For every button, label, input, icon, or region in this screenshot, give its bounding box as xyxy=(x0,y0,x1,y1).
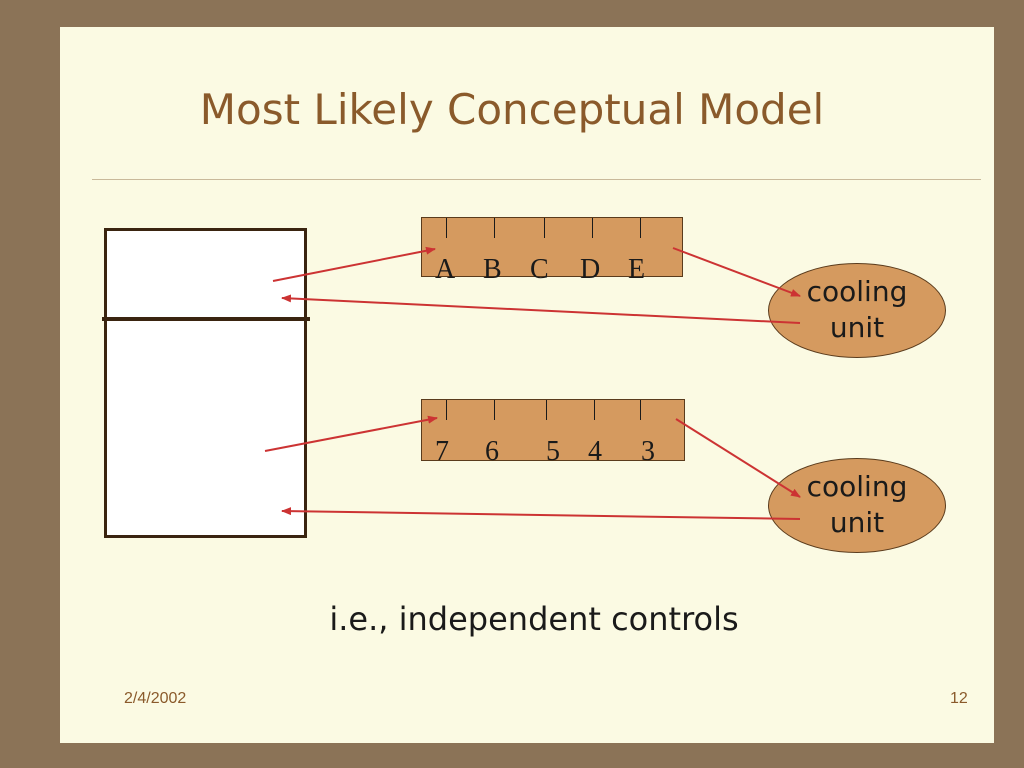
dial-tick xyxy=(446,400,447,420)
cooling-unit-line1: cooling xyxy=(806,275,908,308)
dial-label-a: A xyxy=(435,254,456,285)
dial-label-4: 4 xyxy=(588,436,602,467)
dial-tick xyxy=(494,400,495,420)
fridge-control-dial: 7 6 5 4 3 xyxy=(421,399,685,466)
cooling-unit-line2: unit xyxy=(829,311,885,344)
cooling-unit-line2: unit xyxy=(829,506,885,539)
dial-label-c: C xyxy=(530,254,549,285)
refrigerator-outline xyxy=(104,228,307,538)
title-divider xyxy=(92,179,981,180)
dial-label-3: 3 xyxy=(641,436,655,467)
page-number: 12 xyxy=(950,690,968,707)
dial-tick xyxy=(594,400,595,420)
dial-tick xyxy=(446,218,447,238)
freezer-fridge-divider xyxy=(102,317,310,321)
slide-title: Most Likely Conceptual Model xyxy=(199,85,825,134)
dial-tick xyxy=(494,218,495,238)
dial-tick xyxy=(640,400,641,420)
dial-tick xyxy=(546,400,547,420)
dial-label-d: D xyxy=(580,254,601,285)
dial-label-e: E xyxy=(628,254,646,285)
freezer-control-dial: A B C D E xyxy=(421,217,683,284)
footer-date: 2/4/2002 xyxy=(124,690,187,707)
dial-label-7: 7 xyxy=(435,436,449,467)
dial-label-b: B xyxy=(483,254,502,285)
dial-tick xyxy=(592,218,593,238)
caption: i.e., independent controls xyxy=(329,600,739,638)
dial-tick xyxy=(544,218,545,238)
cooling-unit-fridge: cooling unit xyxy=(768,458,946,553)
cooling-unit-line1: cooling xyxy=(806,470,908,503)
cooling-unit-freezer: cooling unit xyxy=(768,263,946,358)
dial-label-6: 6 xyxy=(485,436,499,467)
dial-label-5: 5 xyxy=(546,436,560,467)
dial-tick xyxy=(640,218,641,238)
